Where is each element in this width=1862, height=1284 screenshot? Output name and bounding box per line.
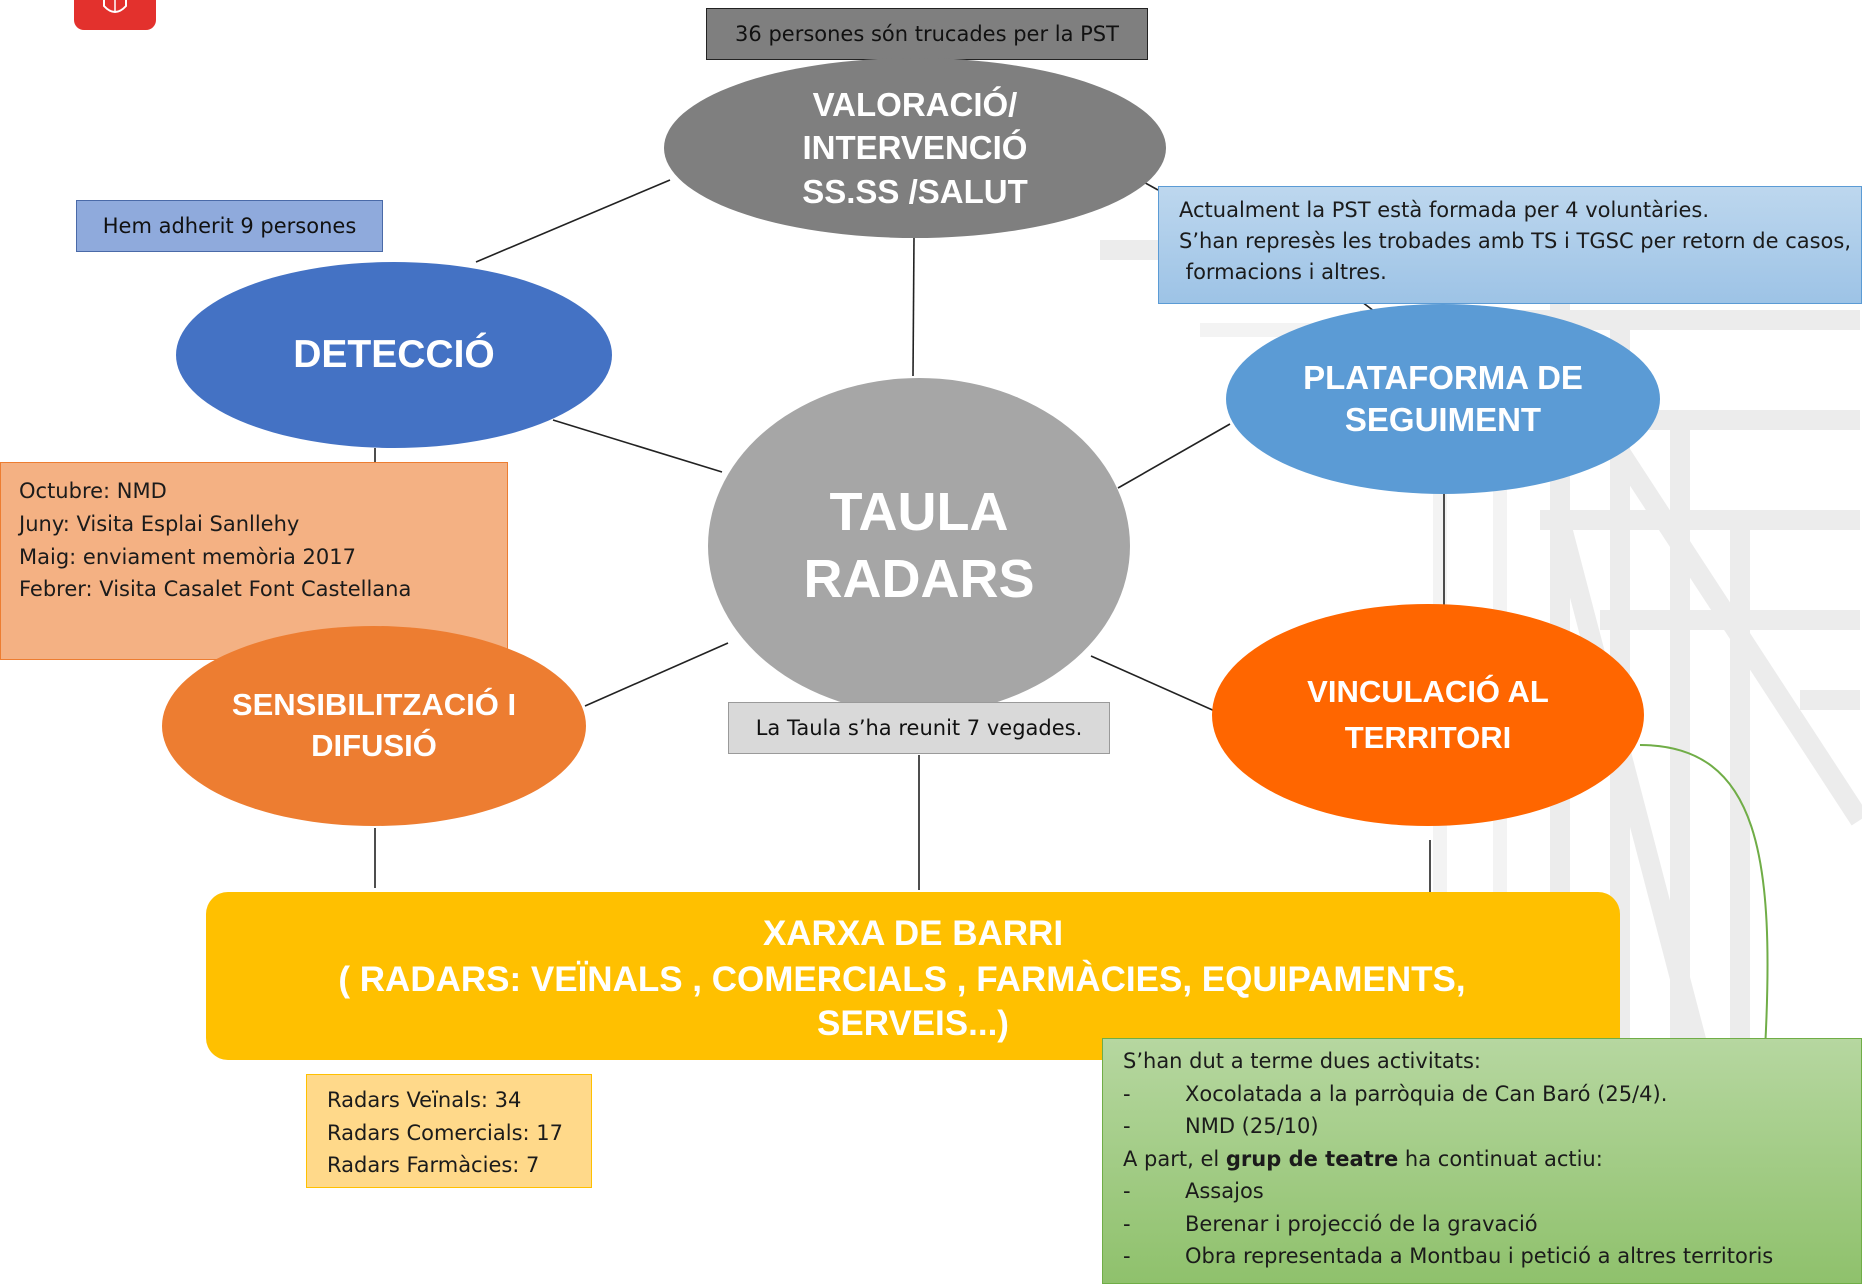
node-center-line1: TAULA — [829, 481, 1009, 542]
node-plataforma-line2: SEGUIMENT — [1344, 401, 1542, 438]
calls-banner: 36 persones són trucades per la PST — [706, 8, 1148, 60]
teatre-item-list: Assajos Berenar i projecció de la gravac… — [1123, 1175, 1861, 1273]
node-vinculacio-line2: TERRITORI — [1344, 720, 1512, 755]
node-center-line2: RADARS — [803, 549, 1035, 609]
pst-note: Actualment la PST està formada per 4 vol… — [1158, 186, 1862, 304]
territori-activity-item: NMD (25/10) — [1123, 1110, 1861, 1143]
territori-intro: S’han dut a terme dues activitats: — [1123, 1049, 1482, 1073]
connector-vinculacio-territori-note — [1639, 744, 1769, 1051]
territori-activities-note: S’han dut a terme dues activitats: Xocol… — [1102, 1038, 1862, 1284]
node-valoracio-line1: VALORACIÓ/ — [812, 85, 1018, 123]
radars-counts-note: Radars Veïnals: 34 Radars Comercials: 17… — [306, 1074, 592, 1188]
node-plataforma-line1: PLATAFORMA DE — [1303, 358, 1583, 396]
teatre-bold: grup de teatre — [1225, 1146, 1399, 1171]
connector-valoracio-center — [912, 236, 915, 377]
teatre-line: A part, el grup de teatre ha continuat a… — [1123, 1143, 1861, 1176]
node-valoracio-line2: INTERVENCIÓ — [802, 129, 1028, 167]
connector-valoracio-deteccio — [475, 179, 671, 263]
node-valoracio: VALORACIÓ/ INTERVENCIÓ SS.SS /SALUT — [664, 58, 1166, 238]
teatre-suffix: ha continuat actiu: — [1398, 1146, 1603, 1171]
xarxa-subtitle-line1: ( RADARS: VEÏNALS , COMERCIALS , FARMÀCI… — [338, 959, 1466, 999]
radars-count-farmacies: Radars Farmàcies: 7 — [327, 1153, 540, 1178]
difusio-activity-2: Juny: Visita Esplai Sanllehy — [19, 511, 300, 536]
difusio-activity-1: Octubre: NMD — [19, 479, 167, 503]
pst-note-line1: Actualment la PST està formada per 4 vol… — [1179, 198, 1710, 222]
node-xarxa-de-barri: XARXA DE BARRI ( RADARS: VEÏNALS , COMER… — [206, 892, 1620, 1060]
shield-icon — [103, 0, 127, 13]
connector-center-sensibilitzacio — [584, 642, 729, 707]
pst-note-line3: formacions i altres. — [1179, 260, 1387, 285]
difusio-activities-note: Octubre: NMD Juny: Visita Esplai Sanlleh… — [0, 462, 508, 660]
node-sensibilitzacio: SENSIBILITZACIÓ I DIFUSIÓ — [162, 626, 586, 826]
node-valoracio-line3: SS.SS /SALUT — [802, 172, 1028, 210]
difusio-activity-4: Febrer: Visita Casalet Font Castellana — [19, 577, 412, 602]
teatre-item: Obra representada a Montbau i petició a … — [1123, 1240, 1861, 1273]
node-plataforma: PLATAFORMA DE SEGUIMENT — [1226, 304, 1660, 494]
node-vinculacio: VINCULACIÓ AL TERRITORI — [1212, 604, 1644, 826]
difusio-activity-3: Maig: enviament memòria 2017 — [19, 544, 356, 569]
pst-note-line2: S’han represès les trobades amb TS i TGS… — [1179, 229, 1852, 254]
node-center-taula-radars: TAULA RADARS — [708, 378, 1130, 714]
taula-meetings-note: La Taula s’ha reunit 7 vegades. — [728, 702, 1110, 754]
node-deteccio: DETECCIÓ — [176, 262, 612, 448]
radars-count-comercials: Radars Comercials: 17 — [327, 1120, 564, 1145]
node-sensibilitzacio-line2: DIFUSIÓ — [311, 728, 437, 763]
teatre-prefix: A part, el — [1123, 1146, 1226, 1171]
teatre-item: Assajos — [1123, 1175, 1861, 1208]
adherit-note-text: Hem adherit 9 persones — [102, 214, 357, 238]
node-vinculacio-line1: VINCULACIÓ AL — [1307, 674, 1549, 710]
adherit-note: Hem adherit 9 persones — [76, 200, 383, 252]
taula-meetings-text: La Taula s’ha reunit 7 vegades. — [755, 716, 1083, 740]
radars-count-veinals: Radars Veïnals: 34 — [327, 1088, 522, 1112]
logo — [74, 0, 156, 30]
node-deteccio-label: DETECCIÓ — [293, 333, 495, 376]
node-sensibilitzacio-line1: SENSIBILITZACIÓ I — [231, 687, 517, 723]
calls-banner-text: 36 persones són trucades per la PST — [735, 22, 1119, 46]
xarxa-title: XARXA DE BARRI — [762, 914, 1064, 953]
territori-activity-item: Xocolatada a la parròquia de Can Baró (2… — [1123, 1078, 1861, 1111]
connector-plataforma-center — [1117, 423, 1231, 489]
territori-activity-list: Xocolatada a la parròquia de Can Baró (2… — [1123, 1078, 1861, 1143]
teatre-item: Berenar i projecció de la gravació — [1123, 1208, 1861, 1241]
xarxa-subtitle-line2: SERVEIS...) — [817, 1003, 1009, 1043]
connector-center-vinculacio — [1090, 655, 1218, 713]
connector-deteccio-center — [552, 419, 723, 473]
